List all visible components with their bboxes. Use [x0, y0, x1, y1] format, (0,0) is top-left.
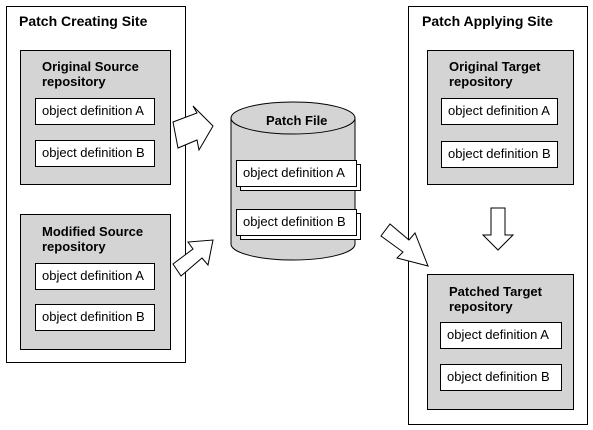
arrow-patch-to-applying [380, 223, 429, 267]
patch-object-b: object definition B [236, 209, 357, 236]
patch-creating-site-title: Patch Creating Site [19, 13, 148, 29]
patch-applying-site-title: Patch Applying Site [422, 13, 553, 29]
original-source-object-b: object definition B [35, 140, 155, 167]
original-source-object-a: object definition A [35, 98, 155, 125]
patch-file-title: Patch File [266, 113, 328, 128]
modified-source-object-b: object definition B [35, 304, 155, 331]
patched-target-repository-title: Patched Target repository [449, 284, 542, 314]
arrow-original-to-patched [481, 207, 515, 251]
original-target-object-b: object definition B [441, 141, 558, 168]
patched-target-object-b: object definition B [440, 364, 562, 391]
arrow-original-to-patch [172, 105, 214, 152]
original-target-object-a: object definition A [441, 98, 558, 125]
original-source-repository-title: Original Source repository [42, 59, 139, 89]
modified-source-object-a: object definition A [35, 263, 155, 290]
original-target-repository-title: Original Target repository [449, 59, 541, 89]
patch-object-a: object definition A [236, 160, 357, 187]
modified-source-repository-title: Modified Source repository [42, 224, 144, 254]
patched-target-object-a: object definition A [440, 322, 562, 349]
arrow-modified-to-patch [172, 239, 214, 277]
